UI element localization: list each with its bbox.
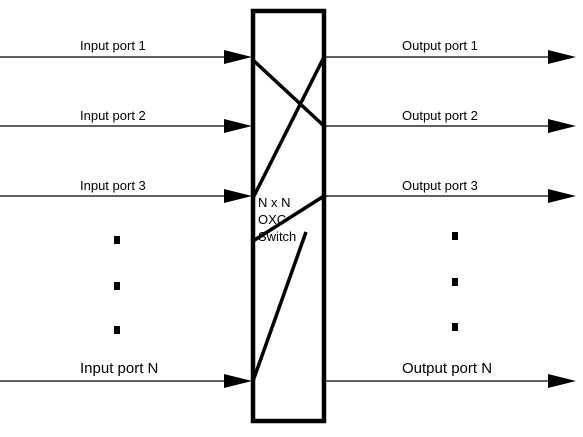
crossconnects [251,56,326,382]
output-arrowhead-n [548,374,576,388]
output-label-n: Output port N [402,360,492,377]
input-label-1: Input port 1 [80,38,146,53]
input-ellipsis-dot [114,236,120,244]
output-ellipsis-dot [452,323,458,331]
output-ellipsis-dot [452,278,458,286]
input-arrowhead-3 [224,189,252,203]
output-arrowhead-3 [548,189,576,203]
input-arrows [0,50,252,388]
output-arrowhead-2 [548,119,576,133]
switch-label-line2: OXC [258,212,286,227]
input-arrowhead-1 [224,50,252,64]
switch-label-line3: Switch [258,229,296,244]
input-ellipsis-dot [114,326,120,334]
crossconnect-1-to-2 [251,58,326,128]
output-ellipsis-dot [452,232,458,240]
ellipsis-dots [114,232,458,334]
input-arrowhead-n [224,374,252,388]
input-arrowhead-2 [224,119,252,133]
input-ellipsis-dot [114,282,120,290]
switch-box [250,8,327,424]
input-label-3: Input port 3 [80,178,146,193]
input-label-n: Input port N [80,360,158,377]
crossconnect-n-to-3 [251,231,308,382]
switch-label-line1: N x N [258,195,291,210]
output-arrowhead-1 [548,50,576,64]
crossconnect-2-to-1 [251,56,326,199]
output-label-1: Output port 1 [402,38,478,53]
output-arrows [324,50,576,388]
output-label-3: Output port 3 [402,178,478,193]
input-label-2: Input port 2 [80,108,146,123]
crossconnect-3-to-3 [252,194,325,243]
output-label-2: Output port 2 [402,108,478,123]
